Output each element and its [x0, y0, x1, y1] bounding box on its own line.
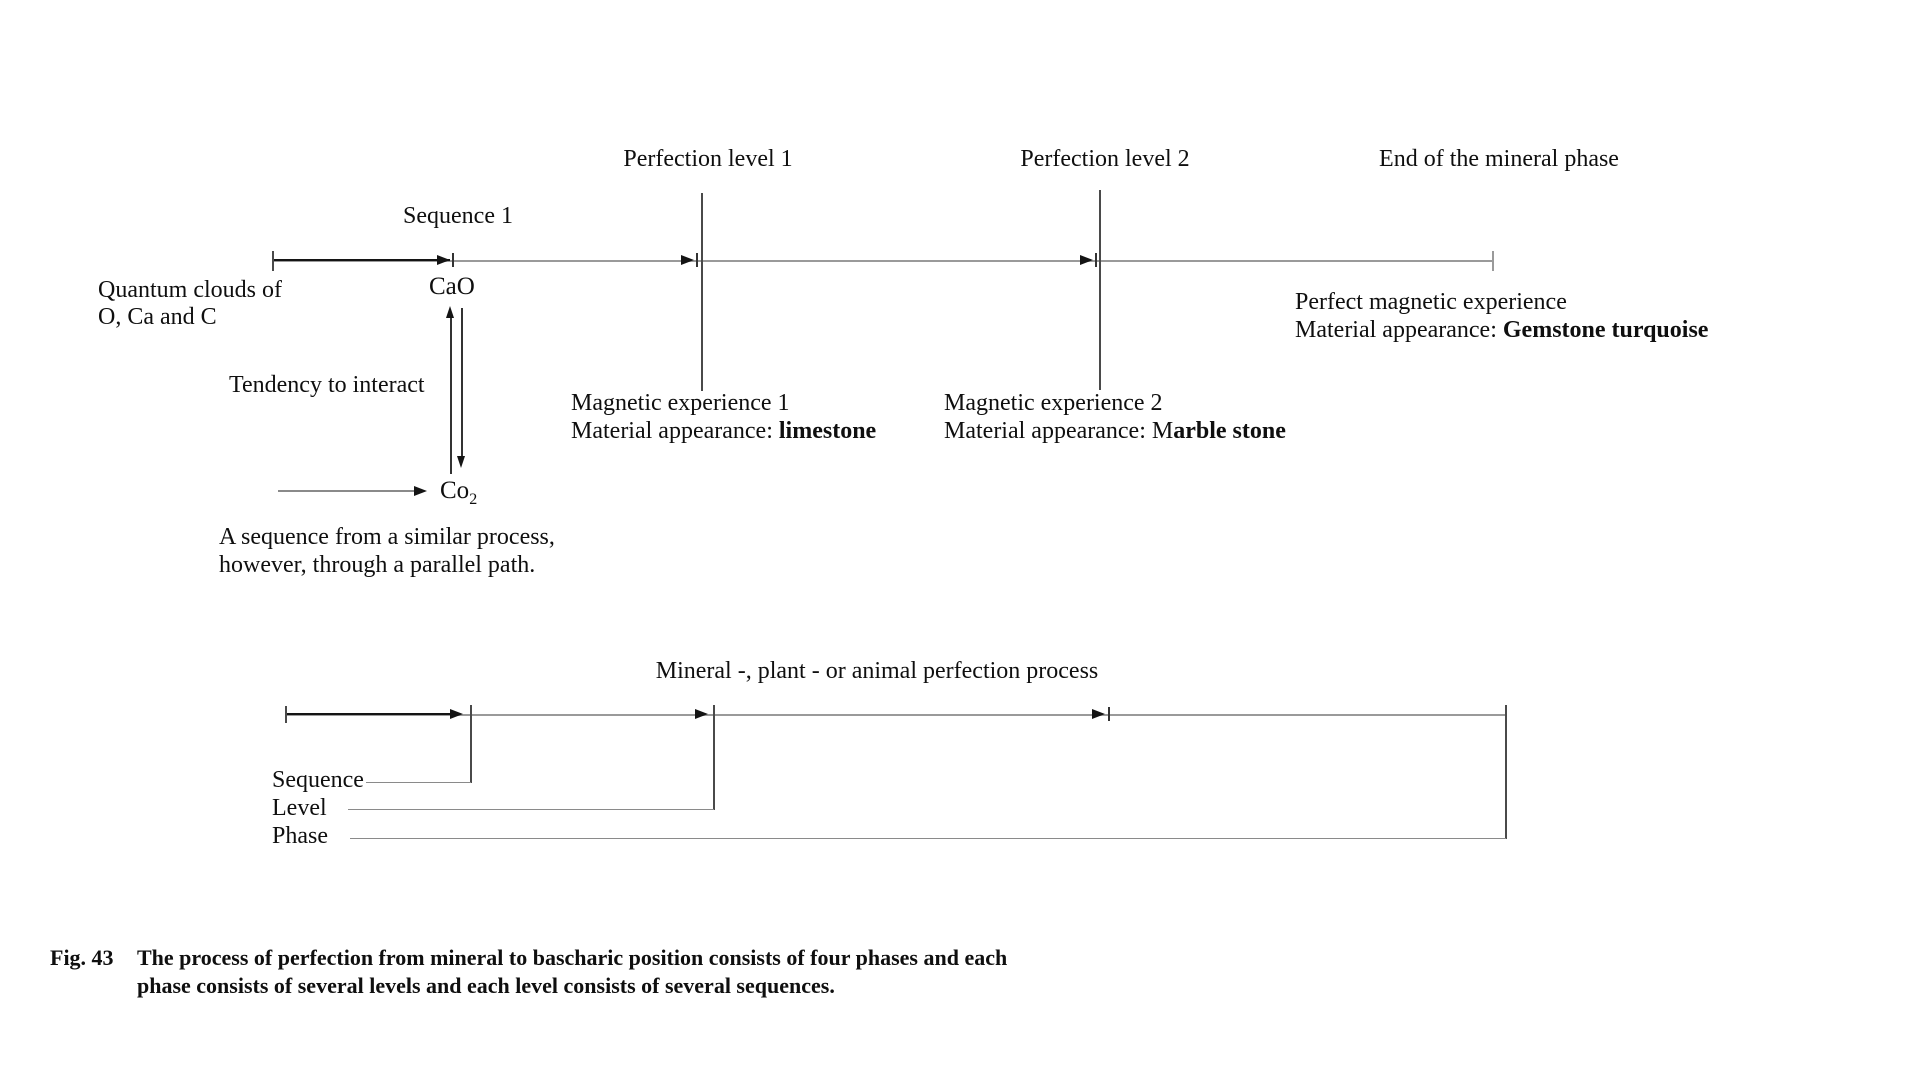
phase-connector-line [350, 838, 1506, 839]
magnetic-experience-2-block: Magnetic experience 2 Material appearanc… [944, 390, 1286, 445]
timeline-1-arrowhead-1-icon [437, 255, 450, 265]
timeline-1-tick-2 [696, 253, 698, 267]
material-value-prefix: M [1151, 417, 1174, 444]
timeline-2-arrowhead-3-icon [1092, 709, 1105, 719]
equilibrium-down-line [461, 308, 463, 456]
timeline-2-tick-3 [1108, 707, 1110, 721]
caption-line1: The process of perfection from mineral t… [137, 945, 1008, 970]
timeline-1-arrowhead-3-icon [1080, 255, 1093, 265]
end-of-mineral-phase-label: End of the mineral phase [1379, 146, 1619, 172]
sequence-drop-line [470, 705, 472, 783]
perfection-level-2-label: Perfection level 2 [1020, 146, 1190, 172]
row-label-phase: Phase [272, 823, 328, 849]
magnetic-experience-1-title: Magnetic experience 1 [571, 390, 790, 416]
material-appearance-label: Material appearance: [1295, 316, 1503, 343]
perfect-magnetic-experience-block: Perfect magnetic experience Material app… [1295, 289, 1708, 344]
co2-label: Co2 [440, 477, 477, 508]
timeline-1-line [273, 260, 1493, 262]
perfect-magnetic-experience-material: Material appearance: Gemstone turquoise [1295, 317, 1708, 345]
timeline-1-arrowhead-2-icon [681, 255, 694, 265]
parallel-note-line2: however, through a parallel path. [219, 552, 536, 578]
caption-line2: phase consists of several levels and eac… [137, 973, 835, 998]
perfection-level-1-divider-line [701, 193, 703, 391]
row-label-level: Level [272, 795, 327, 821]
figure-caption: The process of perfection from mineral t… [137, 944, 1007, 1000]
parallel-path-arrowhead-icon [414, 486, 427, 496]
magnetic-experience-2-material: Material appearance: Marble stone [944, 418, 1286, 446]
perfection-process-label: Mineral -, plant - or animal perfection … [655, 658, 1099, 684]
timeline-2-arrowhead-1-icon [450, 709, 463, 719]
material-value-marble-stone: arble stone [1173, 417, 1286, 444]
parallel-path-arrow-line [278, 490, 415, 492]
cao-label: CaO [429, 273, 475, 300]
timeline-2-start-tick [285, 706, 287, 723]
magnetic-experience-1-block: Magnetic experience 1 Material appearanc… [571, 390, 876, 445]
timeline-2-arrowhead-2-icon [695, 709, 708, 719]
quantum-clouds-label: Quantum clouds of O, Ca and C [98, 277, 282, 331]
row-label-sequence: Sequence [272, 767, 364, 793]
sequence-1-label: Sequence 1 [403, 203, 513, 229]
perfect-magnetic-experience-title: Perfect magnetic experience [1295, 289, 1567, 315]
figure-number: Fig. 43 [50, 945, 114, 970]
co2-base-text: Co [440, 477, 470, 504]
quantum-clouds-line2: O, Ca and C [98, 304, 217, 330]
timeline-2-first-segment [286, 713, 455, 715]
material-value-gemstone-turquoise: Gemstone turquoise [1502, 316, 1709, 343]
co2-subscript-text: 2 [469, 491, 478, 508]
magnetic-experience-1-material: Material appearance: limestone [571, 418, 876, 446]
material-value-limestone: limestone [778, 417, 877, 444]
material-appearance-label: Material appearance: [944, 417, 1152, 444]
level-drop-line [713, 705, 715, 810]
quantum-clouds-line1: Quantum clouds of [98, 277, 282, 303]
parallel-process-note: A sequence from a similar process, howev… [219, 523, 555, 579]
sequence-connector-line [366, 782, 471, 783]
equilibrium-up-line [450, 318, 452, 474]
timeline-1-tick-1 [452, 253, 454, 267]
tendency-to-interact-label: Tendency to interact [229, 372, 425, 398]
equilibrium-down-arrowhead-icon [457, 456, 465, 468]
timeline-1-tick-3 [1095, 253, 1097, 267]
perfection-level-2-divider-line [1099, 190, 1101, 390]
timeline-1-first-segment [273, 259, 450, 261]
timeline-1-end-tick [1492, 251, 1494, 271]
parallel-note-line1: A sequence from a similar process, [219, 524, 555, 550]
timeline-1-start-tick [272, 251, 274, 271]
timeline-2-line [286, 714, 1506, 716]
level-connector-line [348, 809, 714, 810]
perfection-level-1-label: Perfection level 1 [623, 146, 793, 172]
magnetic-experience-2-title: Magnetic experience 2 [944, 390, 1163, 416]
phase-drop-line [1505, 705, 1507, 839]
equilibrium-up-arrowhead-icon [446, 306, 454, 318]
material-appearance-label: Material appearance: [571, 417, 779, 444]
